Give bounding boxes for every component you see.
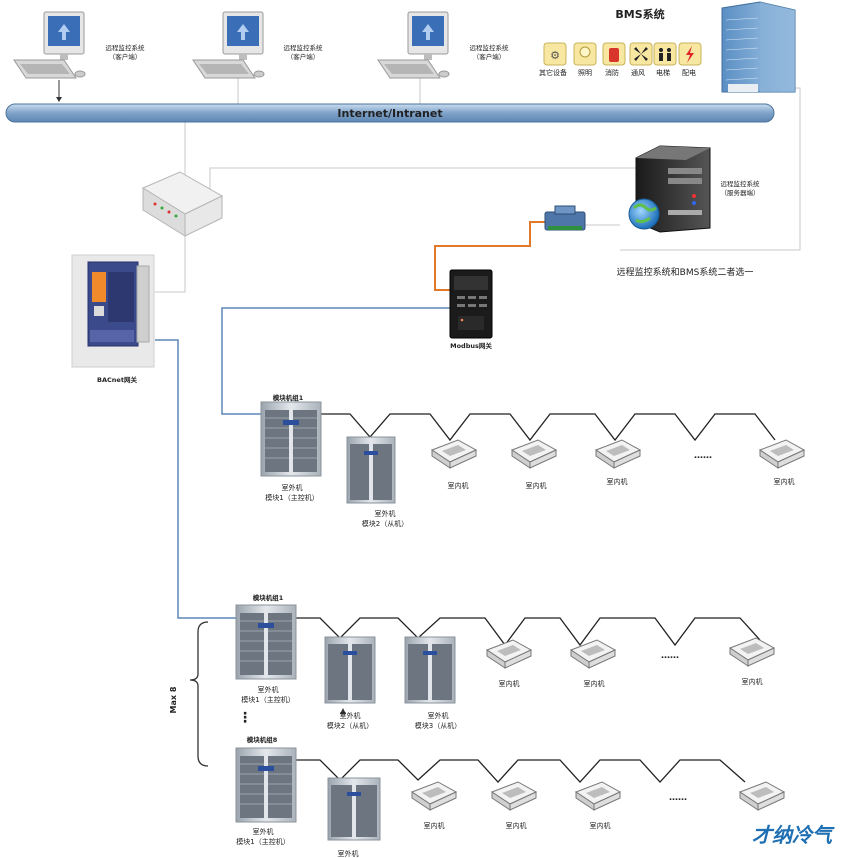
- modbus-serial-line: [434, 221, 545, 291]
- other-device-icon: [543, 42, 567, 66]
- s2-slave2-sub: 模块3（从机）: [415, 721, 461, 730]
- outdoor-unit-s2-slave1: [324, 636, 376, 704]
- vertical-ellipsis: ⋮: [238, 710, 252, 726]
- indoor-unit-s3-2: [490, 781, 538, 811]
- s3-ellipsis: ……: [669, 793, 687, 803]
- indoor-unit-s2-2: [569, 639, 617, 669]
- bus-label: Internet/Intranet: [337, 107, 442, 120]
- outdoor-unit-s3-main: [235, 747, 297, 823]
- indoor-unit-s3-4: [738, 781, 786, 811]
- network-switch-icon: [141, 171, 224, 237]
- s3-indoor-3: 室内机: [590, 821, 611, 830]
- indoor-unit-s2-1: [485, 639, 533, 669]
- bacnet-gateway-icon: [71, 254, 155, 368]
- system1-signal-line: [321, 413, 776, 442]
- max-brace: [189, 621, 209, 767]
- modbus-gateway-icon: [449, 269, 493, 339]
- client-computer-2: [192, 11, 265, 79]
- max-label: Max 8: [169, 686, 178, 713]
- building-icon: [721, 1, 796, 93]
- s2-main-title: 室外机: [258, 685, 279, 694]
- system3-group-label: 模块机组8: [247, 735, 278, 744]
- indoor-unit-s1-2: [510, 439, 558, 469]
- outdoor-unit-s1-main: [260, 401, 322, 477]
- system2-group-label: 模块机组1: [253, 593, 284, 602]
- outdoor-unit-s1-slave: [346, 436, 396, 504]
- server-icon: [628, 145, 711, 233]
- outdoor-unit-s3-slave: [327, 777, 381, 841]
- elevator-icon: [653, 42, 677, 66]
- indoor-unit-s1-3: [594, 439, 642, 469]
- s3-main-title: 室外机: [253, 827, 274, 836]
- building-to-server-line: [620, 87, 801, 251]
- system3-signal-line: [296, 759, 746, 783]
- s2-indoor-3: 室内机: [742, 677, 763, 686]
- client2-sub: （客户端）: [287, 52, 320, 61]
- globe-icon: [628, 198, 660, 230]
- outdoor-unit-s2-slave2: [404, 636, 456, 704]
- watermark-logo: 才纳冷气: [752, 823, 835, 847]
- s2-main-sub: 模块1（主控机）: [241, 695, 294, 704]
- server-sub: （服务器端）: [721, 188, 760, 197]
- modbus-label: Modbus网关: [450, 341, 492, 350]
- system2-signal-line: [296, 617, 761, 647]
- outdoor-unit-s2-main: [235, 604, 297, 680]
- client1-sub: （客户端）: [109, 52, 142, 61]
- selection-note: 远程监控系统和BMS系统二者选一: [617, 266, 754, 278]
- bms-title: BMS系统: [615, 7, 664, 21]
- s2-slave2-title: 室外机: [428, 711, 449, 720]
- system1-group-label: 模块机组1: [273, 393, 304, 402]
- router-to-server-line: [209, 167, 640, 190]
- s1-indoor-3: 室内机: [607, 477, 628, 486]
- s2-slave1-sub: 模块2（从机）: [327, 721, 373, 730]
- s2-indoor-1: 室内机: [499, 679, 520, 688]
- s1-indoor-4: 室内机: [774, 477, 795, 486]
- s3-main-sub: 模块1（主控机）: [236, 837, 289, 846]
- bms-item-fire: 消防: [605, 68, 619, 77]
- bacnet-label: BACnet网关: [97, 375, 137, 384]
- s2-slave1-title: 室外机: [340, 711, 361, 720]
- indoor-unit-s1-1: [430, 439, 478, 469]
- s1-slave-title: 室外机: [375, 509, 396, 518]
- bms-item-lighting: 照明: [578, 69, 592, 77]
- bacnet-to-system2-line: [155, 339, 237, 619]
- s3-indoor-2: 室内机: [506, 821, 527, 830]
- s3-slave-title: 室外机: [338, 849, 359, 858]
- s1-main-sub: 模块1（主控机）: [265, 493, 318, 502]
- client3-sub: （客户端）: [473, 52, 506, 61]
- s2-ellipsis: ……: [661, 651, 679, 661]
- bms-item-other: 其它设备: [539, 68, 567, 77]
- client1-title: 远程监控系统: [106, 43, 146, 52]
- bms-item-power: 配电: [682, 68, 696, 77]
- svg-text:⚙: ⚙: [550, 49, 560, 62]
- modbus-to-system1-line: [221, 307, 450, 415]
- s1-ellipsis: ……: [694, 451, 712, 461]
- bms-item-elevator: 电梯: [656, 68, 670, 77]
- s2-indoor-2: 室内机: [584, 679, 605, 688]
- bms-icons: ⚙: [543, 42, 702, 66]
- s1-indoor-1: 室内机: [448, 481, 469, 490]
- client-computer-1: [13, 11, 86, 79]
- client-computer-3: [377, 11, 450, 79]
- bms-item-ventilation: 通风: [631, 68, 645, 77]
- s1-slave-sub: 模块2（从机）: [362, 519, 408, 528]
- wiring: [56, 78, 801, 783]
- internet-bus: Internet/Intranet: [5, 103, 775, 123]
- ventilation-icon: [629, 42, 653, 66]
- s3-indoor-1: 室内机: [424, 821, 445, 830]
- s1-main-title: 室外机: [282, 483, 303, 492]
- indoor-unit-s1-4: [758, 439, 806, 469]
- s1-indoor-2: 室内机: [526, 481, 547, 490]
- indoor-unit-s2-3: [728, 637, 776, 667]
- indoor-unit-s3-3: [574, 781, 622, 811]
- client2-title: 远程监控系统: [284, 43, 324, 52]
- indoor-unit-s3-1: [410, 781, 458, 811]
- client3-title: 远程监控系统: [470, 43, 510, 52]
- router-to-bacnet-line: [155, 228, 186, 293]
- server-title: 远程监控系统: [721, 179, 761, 188]
- converter-icon: [544, 205, 586, 231]
